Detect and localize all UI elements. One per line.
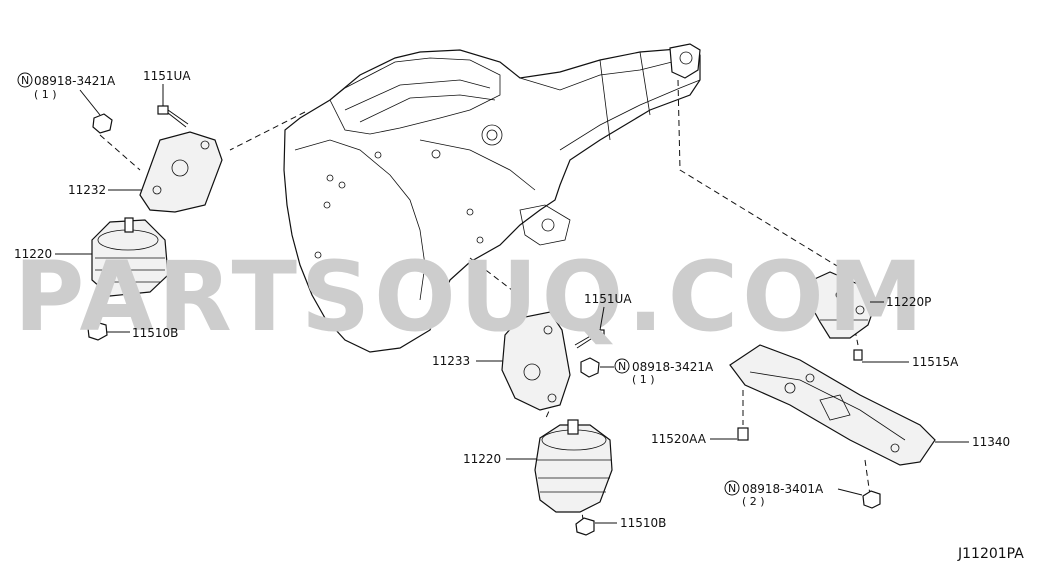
watermark: PARTSOUQ.COM [14,241,927,353]
mount-11220-left [91,217,169,297]
label-nut-11510b-left: 11510B [132,326,178,340]
label-bracket-11233: 11233 [432,354,470,368]
bracket-11232 [139,131,223,213]
label-nut-center-ref: 08918-3421A [632,360,714,374]
n-symbol: N [618,360,626,373]
n-symbol-icon [724,480,740,496]
mount-11220-center [534,419,613,513]
engine-transmission [283,43,701,353]
diagram-code: J11201PA [957,546,1024,562]
label-mount-left: 11220 [14,247,52,261]
bolt-11515a [853,349,863,361]
crossmember-11340 [729,344,936,466]
n-symbol-icon [614,358,630,374]
nut-08918-3421a-center [580,357,600,378]
label-nut-left-qty: ( 1 ) [34,88,57,101]
label-nut-right-ref: 08918-3401A [742,482,824,496]
label-nut-center-qty: ( 1 ) [632,373,655,386]
n-symbol: N [728,482,736,495]
n-symbol-icon [17,72,33,88]
label-bolt-11520aa: 11520AA [651,432,707,446]
label-bracket-11232: 11232 [68,183,106,197]
label-nut-left-ref: 08918-3421A [34,74,116,88]
label-bolt-left: 1151UA [143,69,191,83]
bolt-11520aa [737,427,749,441]
label-mount-center: 11220 [463,452,501,466]
nut-08918-3401a [862,490,881,509]
label-nut-right-qty: ( 2 ) [742,495,765,508]
bolt-1151ua-left [157,105,189,128]
nut-08918-3421a-left [92,113,113,134]
label-bolt-11515a: 11515A [912,355,959,369]
nut-11510b-left [87,321,108,341]
mount-11220p [807,271,876,339]
label-bolt-center: 1151UA [584,292,632,306]
n-symbol: N [21,74,29,87]
label-mount-11220p: 11220P [886,295,931,309]
nut-11510b-center [575,517,595,536]
bracket-11233 [501,311,571,411]
label-nut-11510b-center: 11510B [620,516,666,530]
label-crossmember-11340: 11340 [972,435,1010,449]
bolt-1151ua-center [574,329,605,349]
